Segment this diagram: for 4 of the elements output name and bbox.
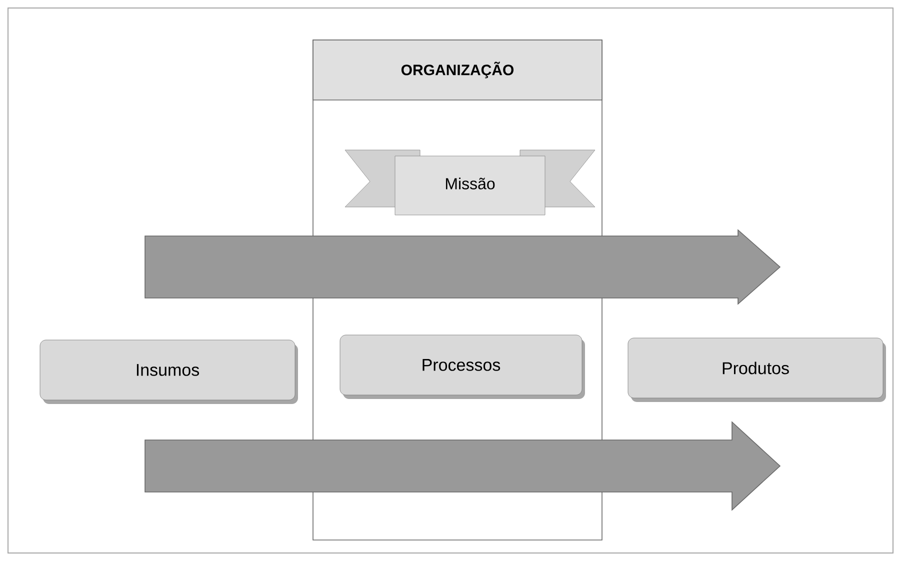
process-box: Insumos [40,340,298,404]
process-box: Produtos [628,338,886,402]
process-box: Processos [340,334,585,399]
ribbon-banner: Missão [344,150,596,216]
